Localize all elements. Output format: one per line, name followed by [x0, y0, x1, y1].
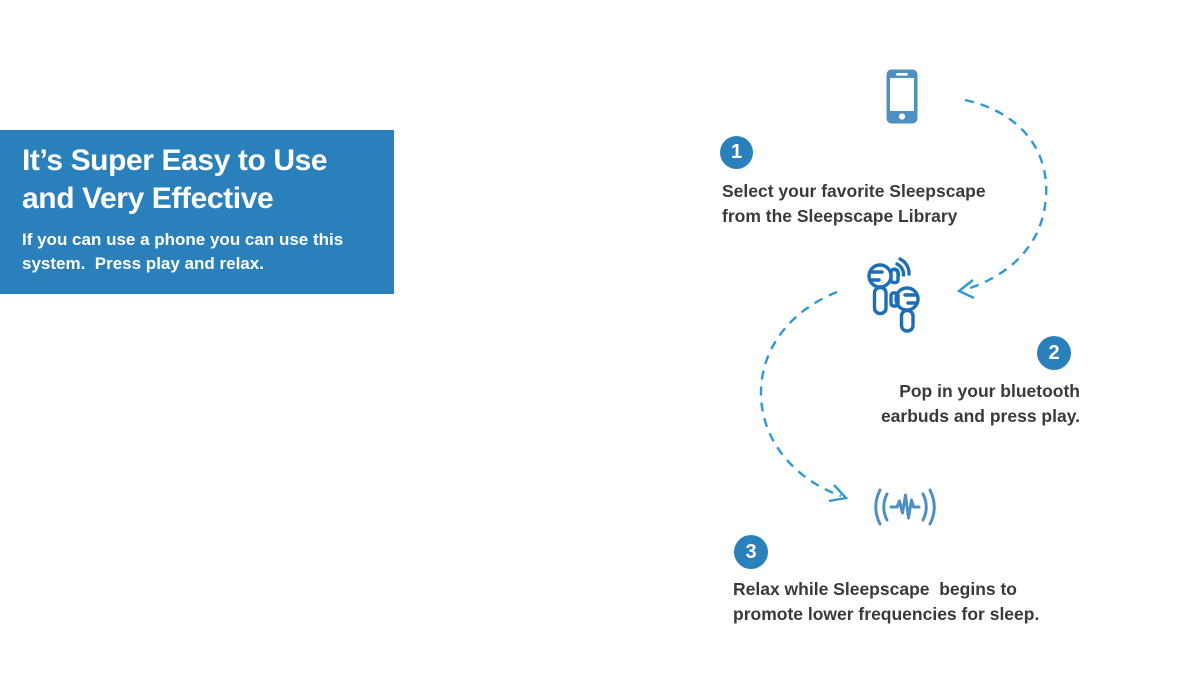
step-2-number: 2 — [1048, 341, 1060, 364]
page-title: It’s Super Easy to Use and Very Effectiv… — [22, 142, 376, 218]
step-3-number: 3 — [745, 540, 757, 563]
sound-wave-icon — [874, 488, 936, 526]
subtitle-line-1: If you can use a phone you can use this — [22, 230, 344, 249]
title-line-2: and Very Effective — [22, 182, 274, 215]
step-2-line-2: earbuds and press play. — [880, 406, 1080, 426]
subtitle-line-2: system. Press play and relax. — [22, 254, 264, 273]
subtitle: If you can use a phone you can use this … — [22, 228, 376, 276]
arrowhead-step3 — [828, 484, 849, 503]
step-1-text: Select your favorite Sleepscape from the… — [722, 179, 986, 229]
title-line-1: It’s Super Easy to Use — [22, 144, 328, 177]
step-2-line-1: Pop in your bluetooth — [899, 381, 1080, 401]
arrow-step2-to-step3 — [759, 290, 842, 498]
step-2-badge: 2 — [1037, 336, 1071, 370]
step-1-line-1: Select your favorite Sleepscape — [722, 181, 986, 201]
step-1-line-2: from the Sleepscape Library — [722, 206, 958, 226]
step-3-line-2: promote lower frequencies for sleep. — [733, 604, 1040, 624]
step-3-text: Relax while Sleepscape begins to promote… — [733, 577, 1039, 627]
headline-panel: It’s Super Easy to Use and Very Effectiv… — [0, 130, 394, 294]
step-1-number: 1 — [730, 141, 743, 163]
step-2-text: Pop in your bluetooth earbuds and press … — [881, 379, 1080, 429]
earbuds-icon — [867, 257, 920, 333]
step-3-badge: 3 — [734, 535, 768, 569]
step-3-line-1: Relax while Sleepscape begins to — [733, 579, 1017, 599]
arrowhead-step2 — [956, 279, 975, 300]
step-1-badge: 1 — [720, 136, 753, 169]
smartphone-icon — [886, 69, 918, 124]
